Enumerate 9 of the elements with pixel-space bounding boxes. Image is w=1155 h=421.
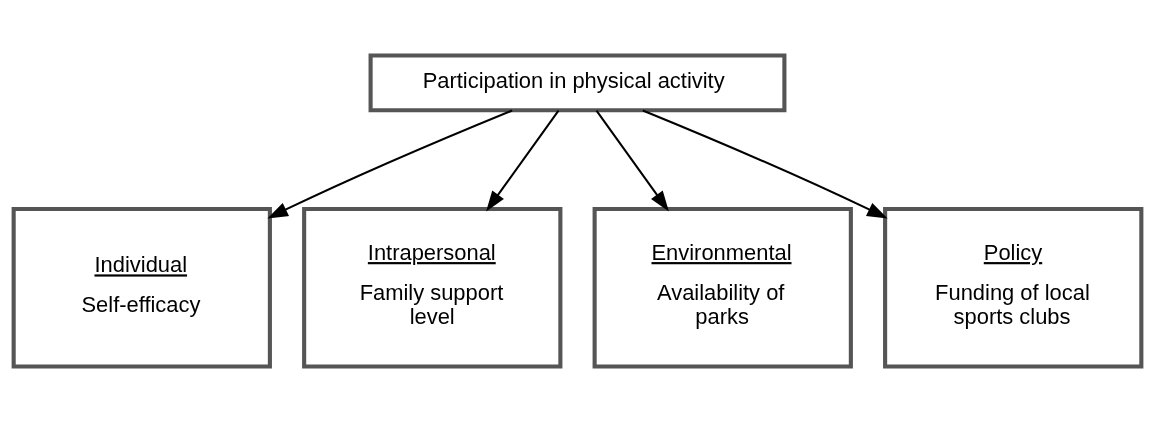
node-box: Individual Self-efficacy (11, 206, 272, 369)
arrow (595, 109, 669, 211)
node-box: Participation in physical activity (368, 52, 787, 112)
node-box: Intrapersonal Family support level (302, 206, 563, 369)
node-box: Environmental Availability of parks (592, 206, 853, 369)
arrow (486, 109, 560, 211)
arrow (642, 109, 888, 219)
node-box: Policy Funding of local sports clubs (883, 206, 1144, 369)
arrow (267, 109, 513, 219)
